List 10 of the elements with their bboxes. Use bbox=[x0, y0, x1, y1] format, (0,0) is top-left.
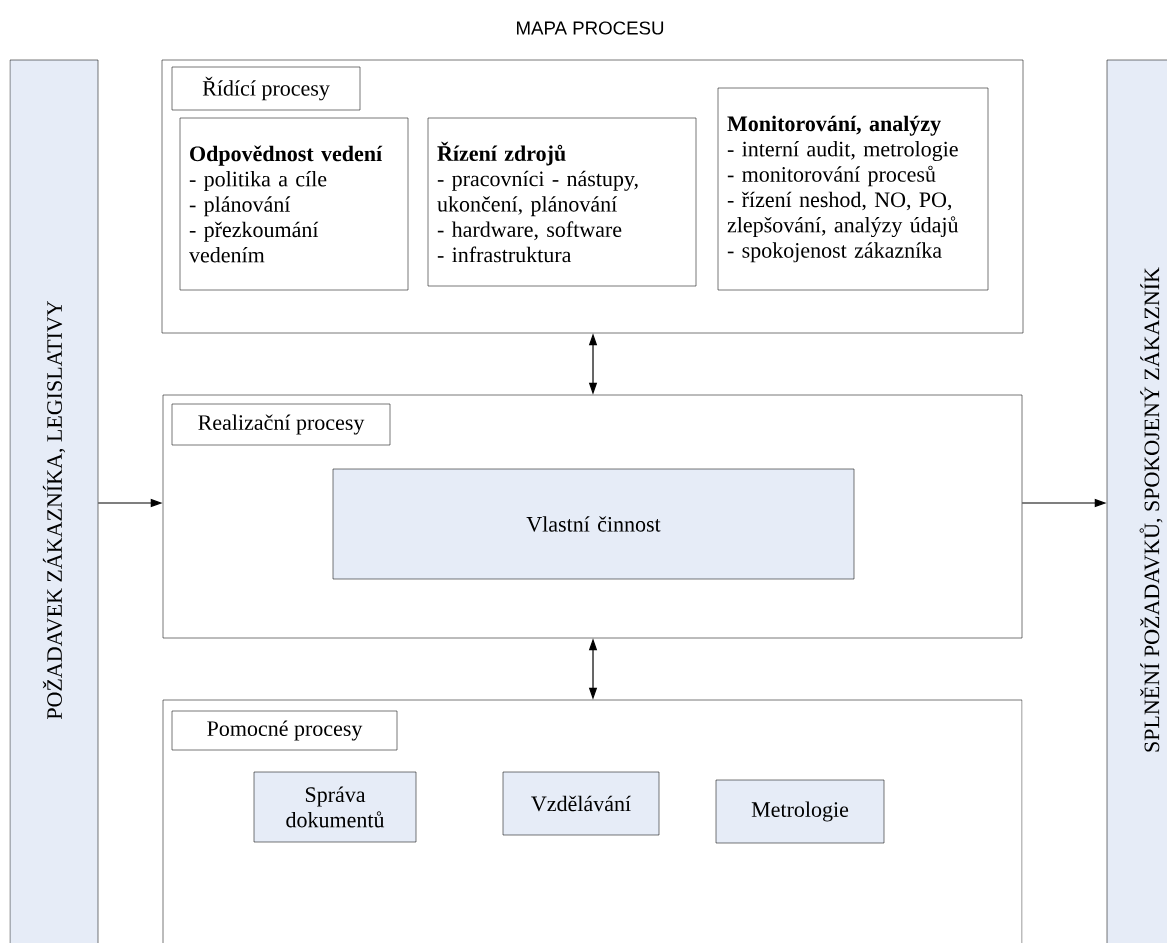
process-box: Odpovědnost vedení - politika a cíle - plánování - přezkoumání vedením bbox=[179, 117, 409, 291]
process-box: Metrologie bbox=[715, 779, 885, 844]
side-band: SPLNĚNÍ POŽADAVKŮ, SPOKOJENÝ ZÁKAZNÍK bbox=[1106, 59, 1167, 943]
side-band: POŽADAVEK ZÁKAZNÍKA, LEGISLATIVY bbox=[9, 59, 99, 943]
process-box: Vlastní činnost bbox=[332, 468, 855, 580]
process-box: Monitorování, analýzy - interní audit, metrologie - monitorování procesů - řízení neshod, NO, PO, zlepšování, analýzy údajů - spokojenost zákazníka bbox=[717, 87, 989, 291]
process-box: Vzdělávání bbox=[502, 771, 660, 836]
process-box: Správa dokumentů bbox=[253, 771, 417, 843]
process-box: Řízení zdrojů - pracovníci - nástupy, ukončení, plánování - hardware, software - infrastruktura bbox=[427, 117, 697, 287]
title: MAPA PROCESU bbox=[517, 21, 664, 35]
